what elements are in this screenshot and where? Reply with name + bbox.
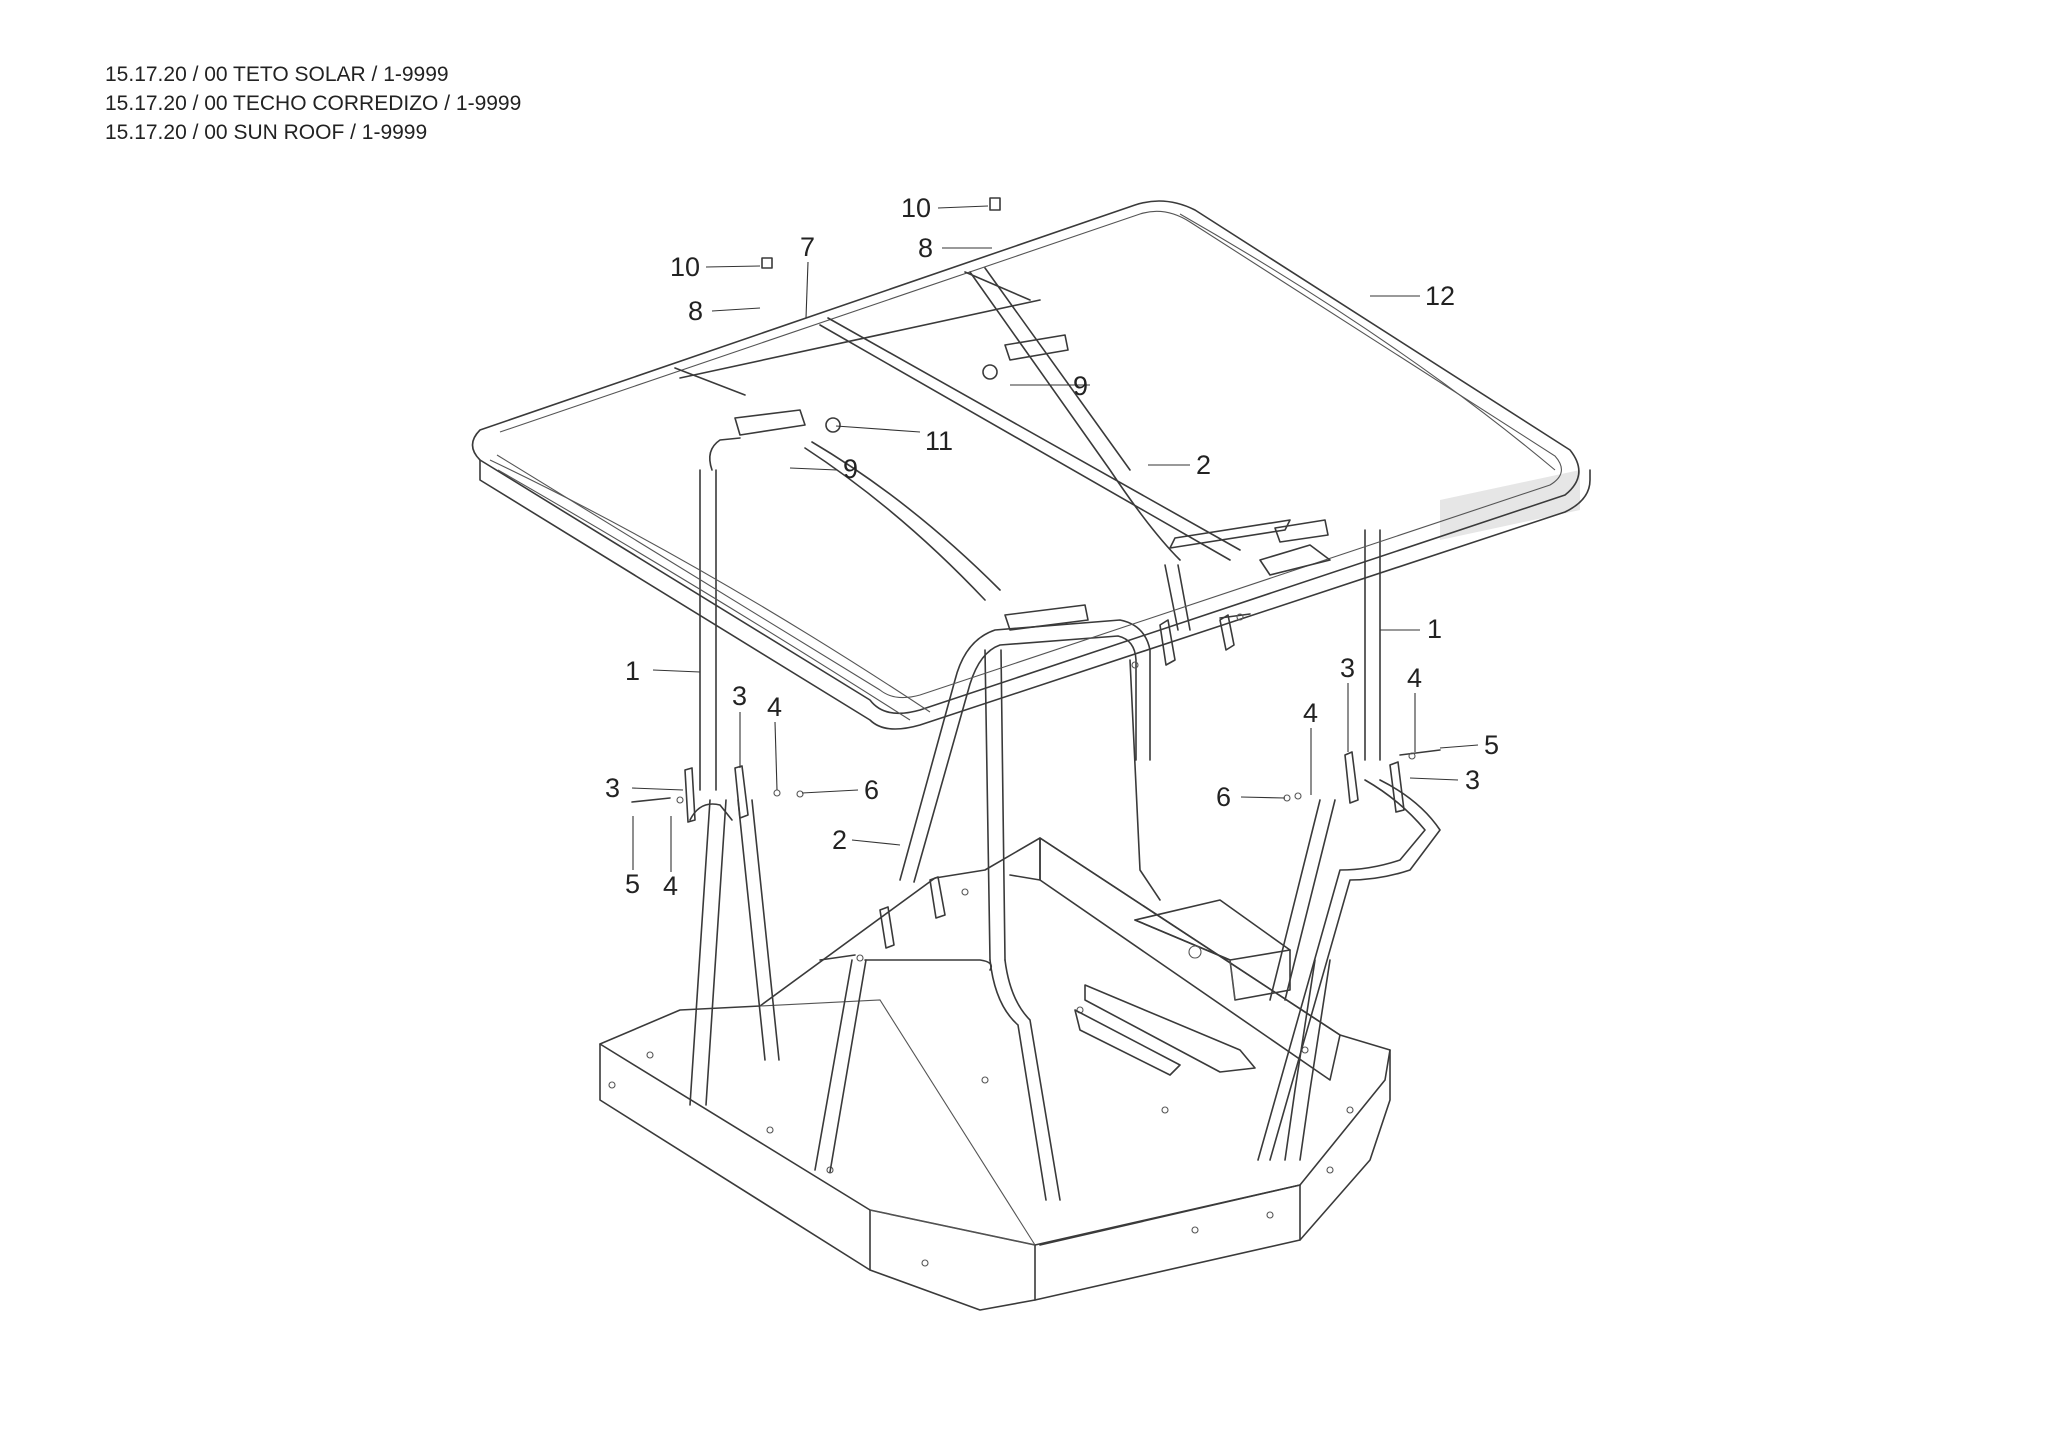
- base-platform: [599, 837, 1391, 1311]
- callout-6-left: 6: [864, 775, 879, 805]
- callout-1-left: 1: [625, 656, 640, 686]
- header-line-pt: 15.17.20 / 00 TETO SOLAR / 1-9999: [105, 63, 449, 86]
- callout-11: 11: [925, 426, 953, 456]
- callout-10-top: 10: [901, 193, 931, 223]
- callout-9-right: 9: [1073, 371, 1088, 401]
- callout-8-left: 8: [688, 296, 703, 326]
- callout-7: 7: [800, 232, 815, 262]
- callout-5-right: 5: [1484, 730, 1499, 760]
- callout-2-upper: 2: [1196, 450, 1211, 480]
- callout-3-right-upper: 3: [1340, 653, 1355, 683]
- roll-frame: [689, 469, 1441, 1201]
- callout-10-left: 10: [670, 252, 700, 282]
- callout-1-right: 1: [1427, 614, 1442, 644]
- header-line-en: 15.17.20 / 00 SUN ROOF / 1-9999: [105, 121, 428, 144]
- callout-4-left-lower: 4: [663, 871, 678, 901]
- header-line-es: 15.17.20 / 00 TECHO CORREDIZO / 1-9999: [105, 92, 522, 115]
- callout-4-right-inner: 4: [1303, 698, 1318, 728]
- callout-8-top: 8: [918, 233, 933, 263]
- callout-3-right-lower: 3: [1465, 765, 1480, 795]
- drawing-header: 15.17.20 / 00 TETO SOLAR / 1-9999 15.17.…: [105, 60, 521, 147]
- callout-12: 12: [1425, 281, 1455, 311]
- callout-labels: 10 8 10 8 7 12 9 11 9 2 1 1 3 4 3 5 4 6 …: [605, 193, 1499, 901]
- clamps-and-bolts: [631, 197, 1441, 962]
- callout-6-right: 6: [1216, 782, 1231, 812]
- callout-4-right-outer: 4: [1407, 663, 1422, 693]
- callout-leaders: [631, 205, 1479, 872]
- callout-4-left-upper: 4: [767, 692, 782, 722]
- callout-3-left-upper: 3: [732, 681, 747, 711]
- callout-5-left: 5: [625, 869, 640, 899]
- callout-9-left: 9: [843, 454, 858, 484]
- callout-3-left-side: 3: [605, 773, 620, 803]
- callout-2-lower: 2: [832, 825, 847, 855]
- roof-canopy: [471, 200, 1591, 730]
